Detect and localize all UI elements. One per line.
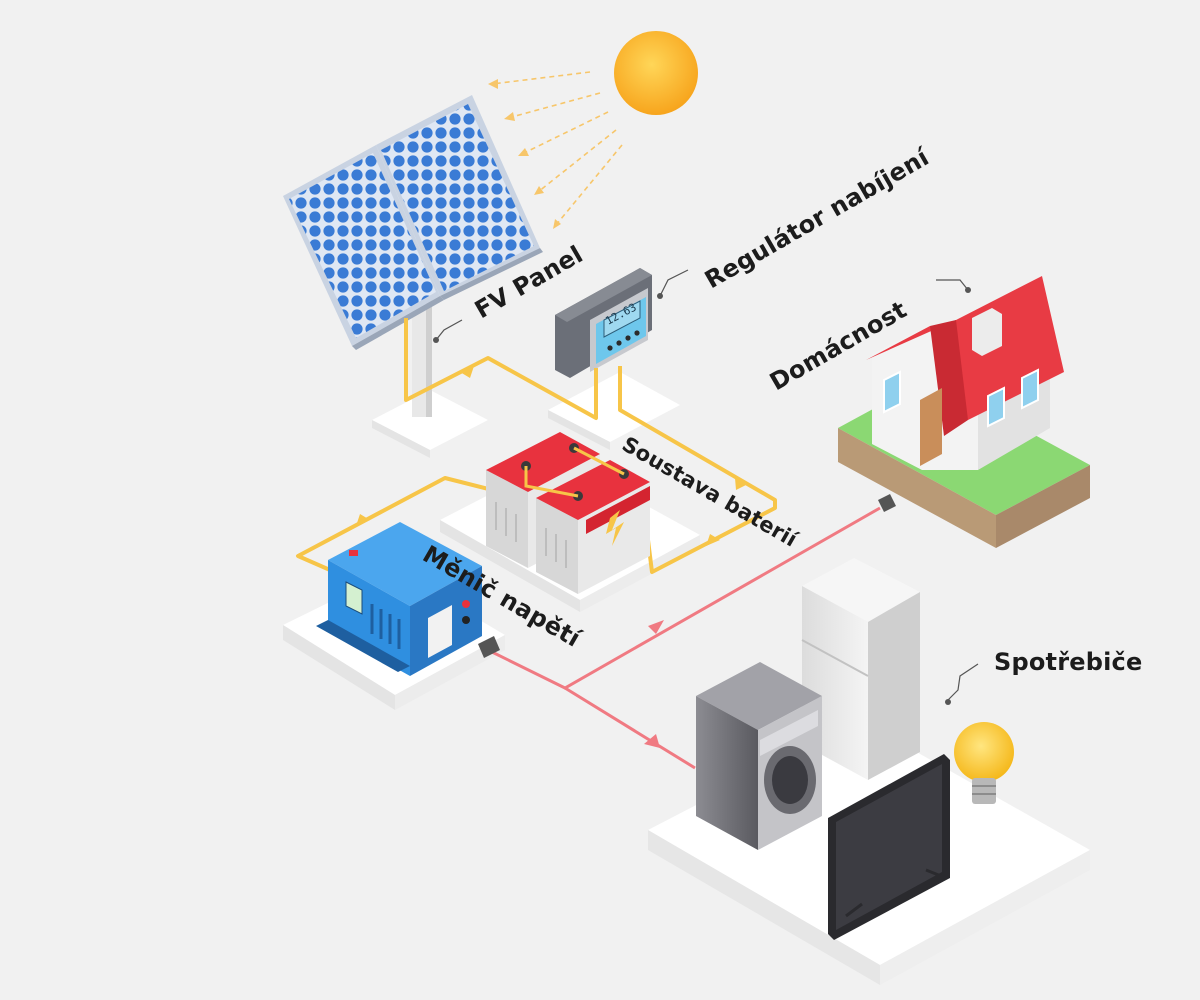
charge-controller [555, 268, 652, 378]
washing-machine [696, 662, 822, 850]
ac-arrows [644, 620, 664, 748]
appliances-label: Spotřebiče [994, 648, 1142, 676]
sun-icon [614, 31, 698, 115]
